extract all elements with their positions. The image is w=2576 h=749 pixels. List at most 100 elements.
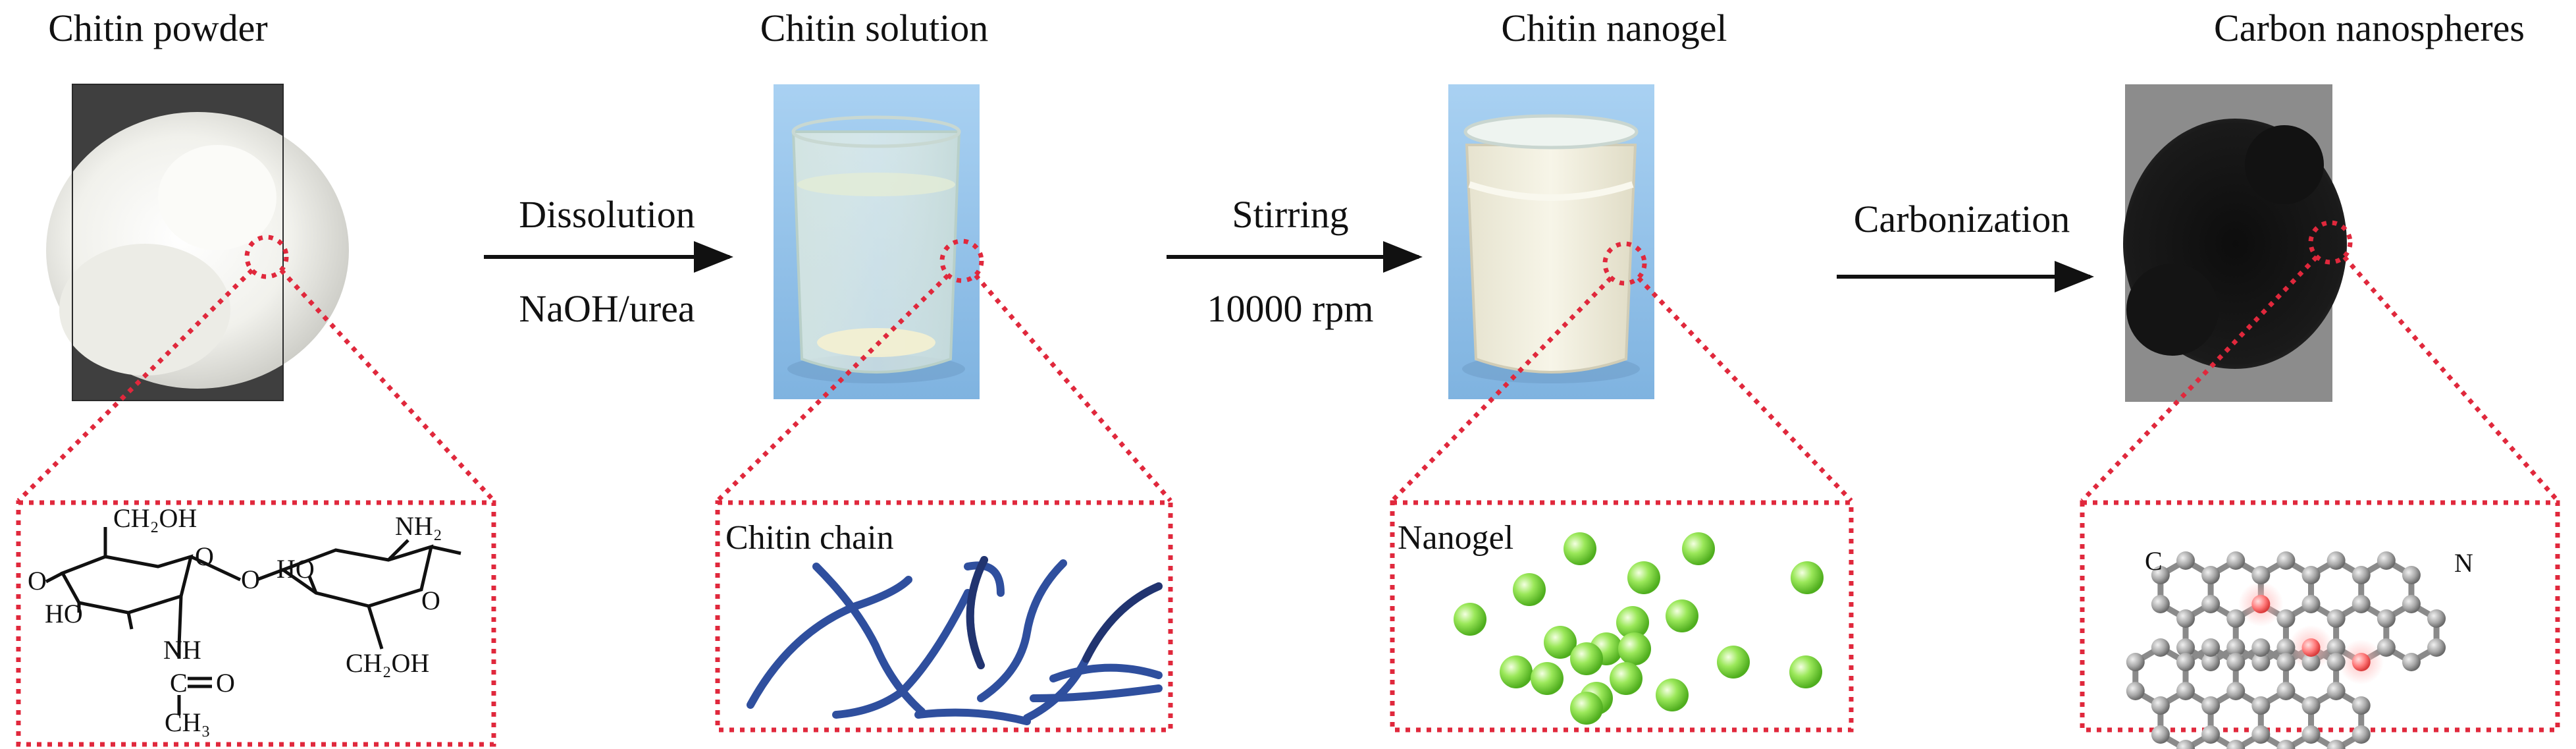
zoom-circle-nanogel — [1602, 241, 1647, 286]
solution-photo — [774, 84, 980, 399]
stage-title-carbon: Carbon nanospheres — [2214, 7, 2525, 49]
nanogel-sphere — [1616, 606, 1649, 639]
step-label-rpm: 10000 rpm — [1207, 287, 1374, 330]
carbon-atom — [2276, 609, 2296, 628]
carbon-atom — [2301, 653, 2321, 671]
group-ho-right: HO — [276, 554, 315, 584]
nanogel-label: Nanogel — [1398, 519, 1513, 557]
carbon-atom — [2326, 740, 2346, 749]
zoom-circle-carbon — [2308, 220, 2353, 265]
inset-box-carbon — [2080, 500, 2560, 733]
nanogel-spheres — [1454, 532, 1824, 725]
chitin-chain-label: Chitin chain — [725, 519, 894, 557]
carbon-atom — [2151, 696, 2170, 715]
group-link-o: O — [241, 565, 260, 594]
nanogel-sphere — [1717, 646, 1750, 679]
carbon-atom — [2251, 566, 2271, 584]
carbon-atom — [2226, 682, 2246, 700]
step-label-stirring: Stirring — [1232, 193, 1348, 236]
group-methyl: CH₃ — [165, 707, 211, 737]
nanogel-sphere — [1618, 632, 1651, 665]
nanogel-sphere — [1666, 599, 1698, 632]
inset-box-nanogel — [1390, 500, 1854, 733]
carbon-atom — [2176, 682, 2195, 700]
carbon-atom — [2276, 682, 2296, 700]
carbon-atom — [2126, 682, 2145, 700]
group-ring-o2: O — [421, 586, 440, 615]
stage-title-nanogel: Chitin nanogel — [1501, 7, 1727, 49]
carbon-atom — [2176, 551, 2195, 570]
carbon-atom — [2427, 638, 2446, 657]
nanogel-sphere — [1656, 679, 1689, 711]
zoom-circle-solution — [939, 238, 984, 283]
inset-box-solution — [715, 500, 1173, 733]
stage-title-powder: Chitin powder — [48, 7, 267, 49]
carbon-atom — [2226, 740, 2246, 749]
carbon-atom — [2352, 595, 2371, 613]
chitin-labels: CH₂OH O O HO NH C O CH₃ O NH₂ HO O CH₂OH — [28, 503, 442, 737]
carbon-atom — [2301, 725, 2321, 744]
carbon-atom — [2176, 609, 2195, 628]
carbon-atom — [2326, 638, 2346, 657]
nanogel-sphere — [1500, 655, 1533, 688]
nanogel-sphere — [1454, 603, 1486, 636]
group-ho-left: HO — [45, 599, 83, 628]
group-nh2: NH₂ — [395, 511, 442, 541]
carbon-atom — [2176, 740, 2195, 749]
carbon-atom — [2326, 609, 2346, 628]
carbon-lattice — [2126, 551, 2446, 749]
carbon-atom — [2251, 725, 2271, 744]
nanogel-sphere — [1789, 655, 1822, 688]
group-ch2oh-bottom: CH₂OH — [346, 648, 429, 678]
nitrogen-atom-label: N — [2454, 548, 2473, 578]
carbon-atom — [2201, 595, 2221, 613]
carbon-atom — [2326, 653, 2346, 671]
nanogel-sphere — [1531, 662, 1564, 695]
carbon-atom — [2377, 609, 2396, 628]
carbon-atom — [2276, 638, 2296, 657]
nanogel-sphere — [1570, 692, 1603, 725]
carbon-atom — [2326, 682, 2346, 700]
carbon-atom — [2201, 638, 2221, 657]
step-label-carbonization: Carbonization — [1854, 198, 2070, 240]
carbon-atom — [2226, 609, 2246, 628]
step-label-dissolution: Dissolution — [519, 193, 695, 236]
carbon-atom — [2427, 609, 2446, 628]
carbon-atom — [2377, 638, 2396, 657]
nitrogen-atom — [2301, 638, 2321, 657]
carbon-atom — [2201, 653, 2221, 671]
carbon-atom — [2151, 566, 2170, 584]
carbon-atom — [2301, 566, 2321, 584]
carbon-atom — [2251, 696, 2271, 715]
step-label-naoh-urea: NaOH/urea — [519, 287, 695, 330]
powder-photo — [46, 84, 349, 401]
carbon-atom — [2151, 638, 2170, 657]
carbon-atom — [2251, 638, 2271, 657]
nanogel-sphere — [1513, 573, 1546, 606]
carbon-atom — [2151, 595, 2170, 613]
carbon-atom — [2276, 740, 2296, 749]
carbon-atom — [2402, 653, 2421, 671]
zoom-circle-powder — [244, 235, 289, 279]
carbon-atom — [2226, 551, 2246, 570]
stage-title-solution: Chitin solution — [760, 7, 988, 49]
nanogel-sphere — [1564, 532, 1596, 565]
carbon-atom — [2301, 595, 2321, 613]
group-chain-o: O — [28, 566, 47, 596]
carbon-atom — [2201, 725, 2221, 744]
carbon-atom — [2377, 551, 2396, 570]
carbon-atom — [2352, 725, 2371, 744]
carbon-atom — [2126, 653, 2145, 671]
carbon-atom — [2402, 595, 2421, 613]
carbon-atom-label: C — [2145, 546, 2163, 576]
carbon-photo — [2123, 84, 2347, 402]
chitin-structure — [45, 527, 461, 715]
nanogel-sphere — [1544, 626, 1577, 659]
nitrogen-atom — [2352, 653, 2371, 671]
chitin-chains-dark — [966, 556, 1163, 669]
nanogel-sphere — [1682, 532, 1715, 565]
nanogel-sphere — [1791, 561, 1824, 594]
group-carbonyl-o: O — [216, 668, 235, 698]
carbon-atom — [2176, 638, 2195, 657]
